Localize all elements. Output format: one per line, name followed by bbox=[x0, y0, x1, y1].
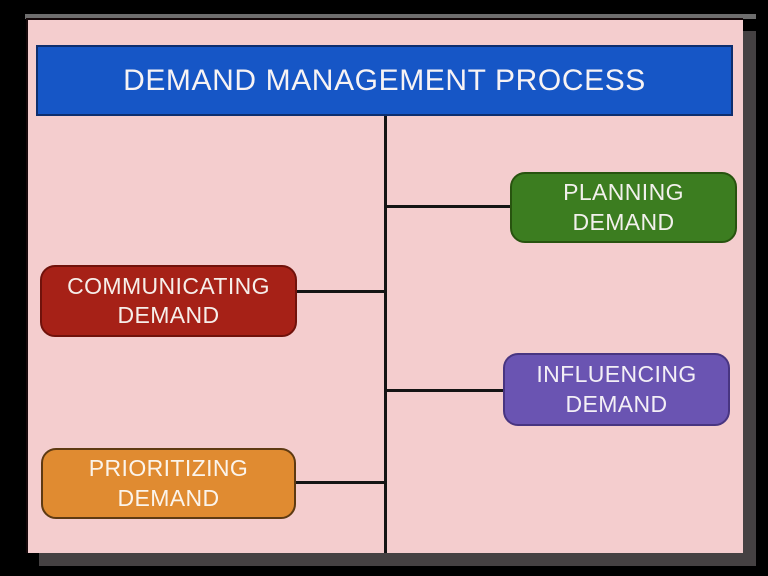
connector-influencing bbox=[387, 389, 503, 392]
diagram-title-box: DEMAND MANAGEMENT PROCESS bbox=[36, 45, 733, 116]
frame-top-strip bbox=[25, 14, 756, 19]
connector-communicating bbox=[297, 290, 384, 293]
trunk-line bbox=[384, 116, 387, 553]
diagram-canvas: DEMAND MANAGEMENT PROCESS PLANNING DEMAN… bbox=[28, 20, 743, 553]
node-communicating-demand: COMMUNICATING DEMAND bbox=[40, 265, 297, 337]
node-influencing-demand: INFLUENCING DEMAND bbox=[503, 353, 730, 426]
connector-prioritizing bbox=[296, 481, 384, 484]
slide: DEMAND MANAGEMENT PROCESS PLANNING DEMAN… bbox=[26, 18, 743, 553]
node-planning-demand: PLANNING DEMAND bbox=[510, 172, 737, 243]
diagram-title: DEMAND MANAGEMENT PROCESS bbox=[123, 63, 646, 97]
node-prioritizing-demand: PRIORITIZING DEMAND bbox=[41, 448, 296, 519]
connector-planning bbox=[387, 205, 510, 208]
